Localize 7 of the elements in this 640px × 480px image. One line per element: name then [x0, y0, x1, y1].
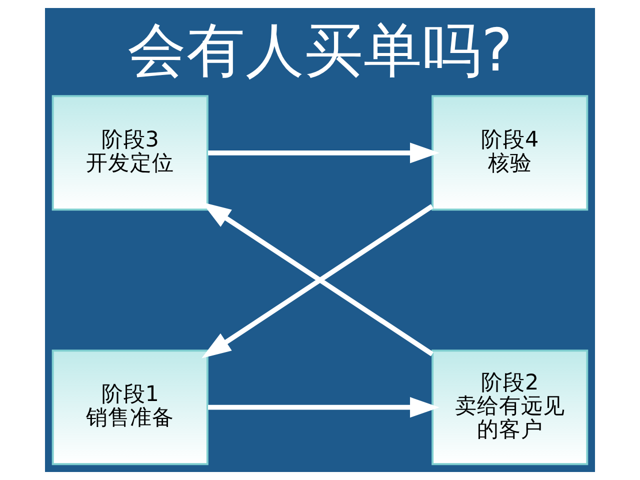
node-box: 阶段1 销售准备 [52, 350, 208, 466]
diagram-title: 会有人买单吗? [127, 16, 513, 85]
arrow [208, 397, 440, 418]
node-box: 阶段2 卖给有远见的客户 [432, 350, 588, 466]
node-box: 阶段4 核验 [432, 95, 588, 211]
arrow [208, 142, 440, 164]
node-box: 阶段3 开发定位 [52, 95, 208, 211]
